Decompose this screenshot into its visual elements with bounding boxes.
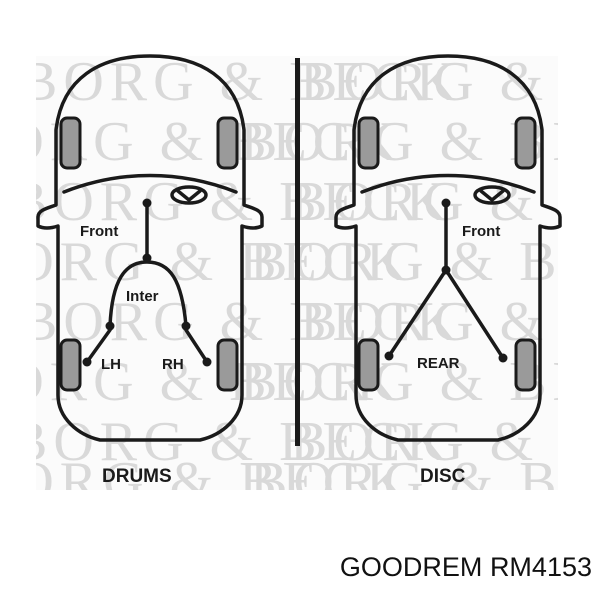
joint: [441, 198, 451, 208]
watermark-row: BORG & BECK: [250, 451, 600, 513]
watermark-row: BORG & BECK: [300, 51, 600, 113]
right-rear-right-cable: [444, 268, 505, 360]
joint: [202, 357, 212, 367]
wheel-rear-left: [59, 338, 82, 392]
left-car-body: [36, 54, 264, 442]
right-car-wheels: [357, 116, 537, 392]
watermark-row: BORG & BECK: [0, 231, 413, 293]
joint: [384, 351, 394, 361]
right-rear-left-cable: [387, 268, 448, 358]
joint: [82, 357, 92, 367]
right-front-label: Front: [462, 223, 500, 240]
joint: [441, 265, 451, 275]
joint: [105, 321, 115, 331]
wheel-front-right: [514, 116, 537, 170]
wheel-front-right: [216, 116, 239, 170]
joint: [498, 353, 508, 363]
watermark-row: BORG & BECK: [0, 451, 413, 513]
wheel-front-left: [357, 116, 380, 170]
joint: [142, 198, 152, 208]
watermark-row: BORG & BECK: [290, 411, 600, 473]
left-rh-cable: [184, 328, 209, 364]
right-car: [334, 54, 562, 442]
joint: [142, 253, 152, 263]
right-panel-caption: DISC: [420, 466, 466, 487]
wheel-rear-left: [357, 338, 380, 392]
watermark-row: BORG & BECK: [300, 291, 600, 353]
right-steering-mark: [479, 189, 505, 202]
wheel-rear-right: [216, 338, 239, 392]
right-car-body: [334, 54, 562, 442]
right-brake-cable: [387, 202, 505, 360]
left-panel-caption: DRUMS: [102, 466, 172, 487]
left-car-wheels: [59, 116, 239, 392]
right-cable-joints: [384, 198, 508, 363]
watermark-row: BORG & BECK: [250, 231, 600, 293]
left-cable-joints: [82, 198, 212, 367]
wheel-rear-right: [514, 338, 537, 392]
joint: [181, 321, 191, 331]
watermark: BORG & BECK BORG & BECK BORG & BECK BORG…: [0, 51, 600, 513]
left-inter-label: Inter: [126, 288, 159, 305]
right-rear-label: REAR: [417, 355, 460, 372]
left-car-windscreen: [62, 173, 238, 194]
watermark-row: BORG & BECK: [20, 291, 463, 353]
left-lh-label: LH: [101, 356, 121, 373]
right-steering-icon: [473, 185, 511, 205]
left-car: [36, 54, 264, 442]
part-number: RM4153: [489, 552, 592, 582]
watermark-row: BORG & BECK: [240, 111, 600, 173]
watermark-row: BORG & BECK: [10, 411, 453, 473]
brand-name: GOODREM: [339, 552, 483, 582]
left-steering-mark: [176, 189, 202, 202]
watermark-row: BORG & BECK: [0, 111, 403, 173]
watermark-row: BORG & BECK: [0, 351, 403, 413]
wheel-front-left: [59, 116, 82, 170]
left-rh-label: RH: [162, 356, 184, 373]
right-car-windscreen: [360, 173, 536, 194]
left-front-label: Front: [80, 223, 118, 240]
left-lh-cable: [85, 328, 112, 364]
left-steering-icon: [170, 185, 208, 205]
panel-divider: [295, 58, 300, 446]
product-caption: GOODREM RM4153: [340, 552, 592, 583]
watermark-row: BORG & BECK: [20, 51, 463, 113]
